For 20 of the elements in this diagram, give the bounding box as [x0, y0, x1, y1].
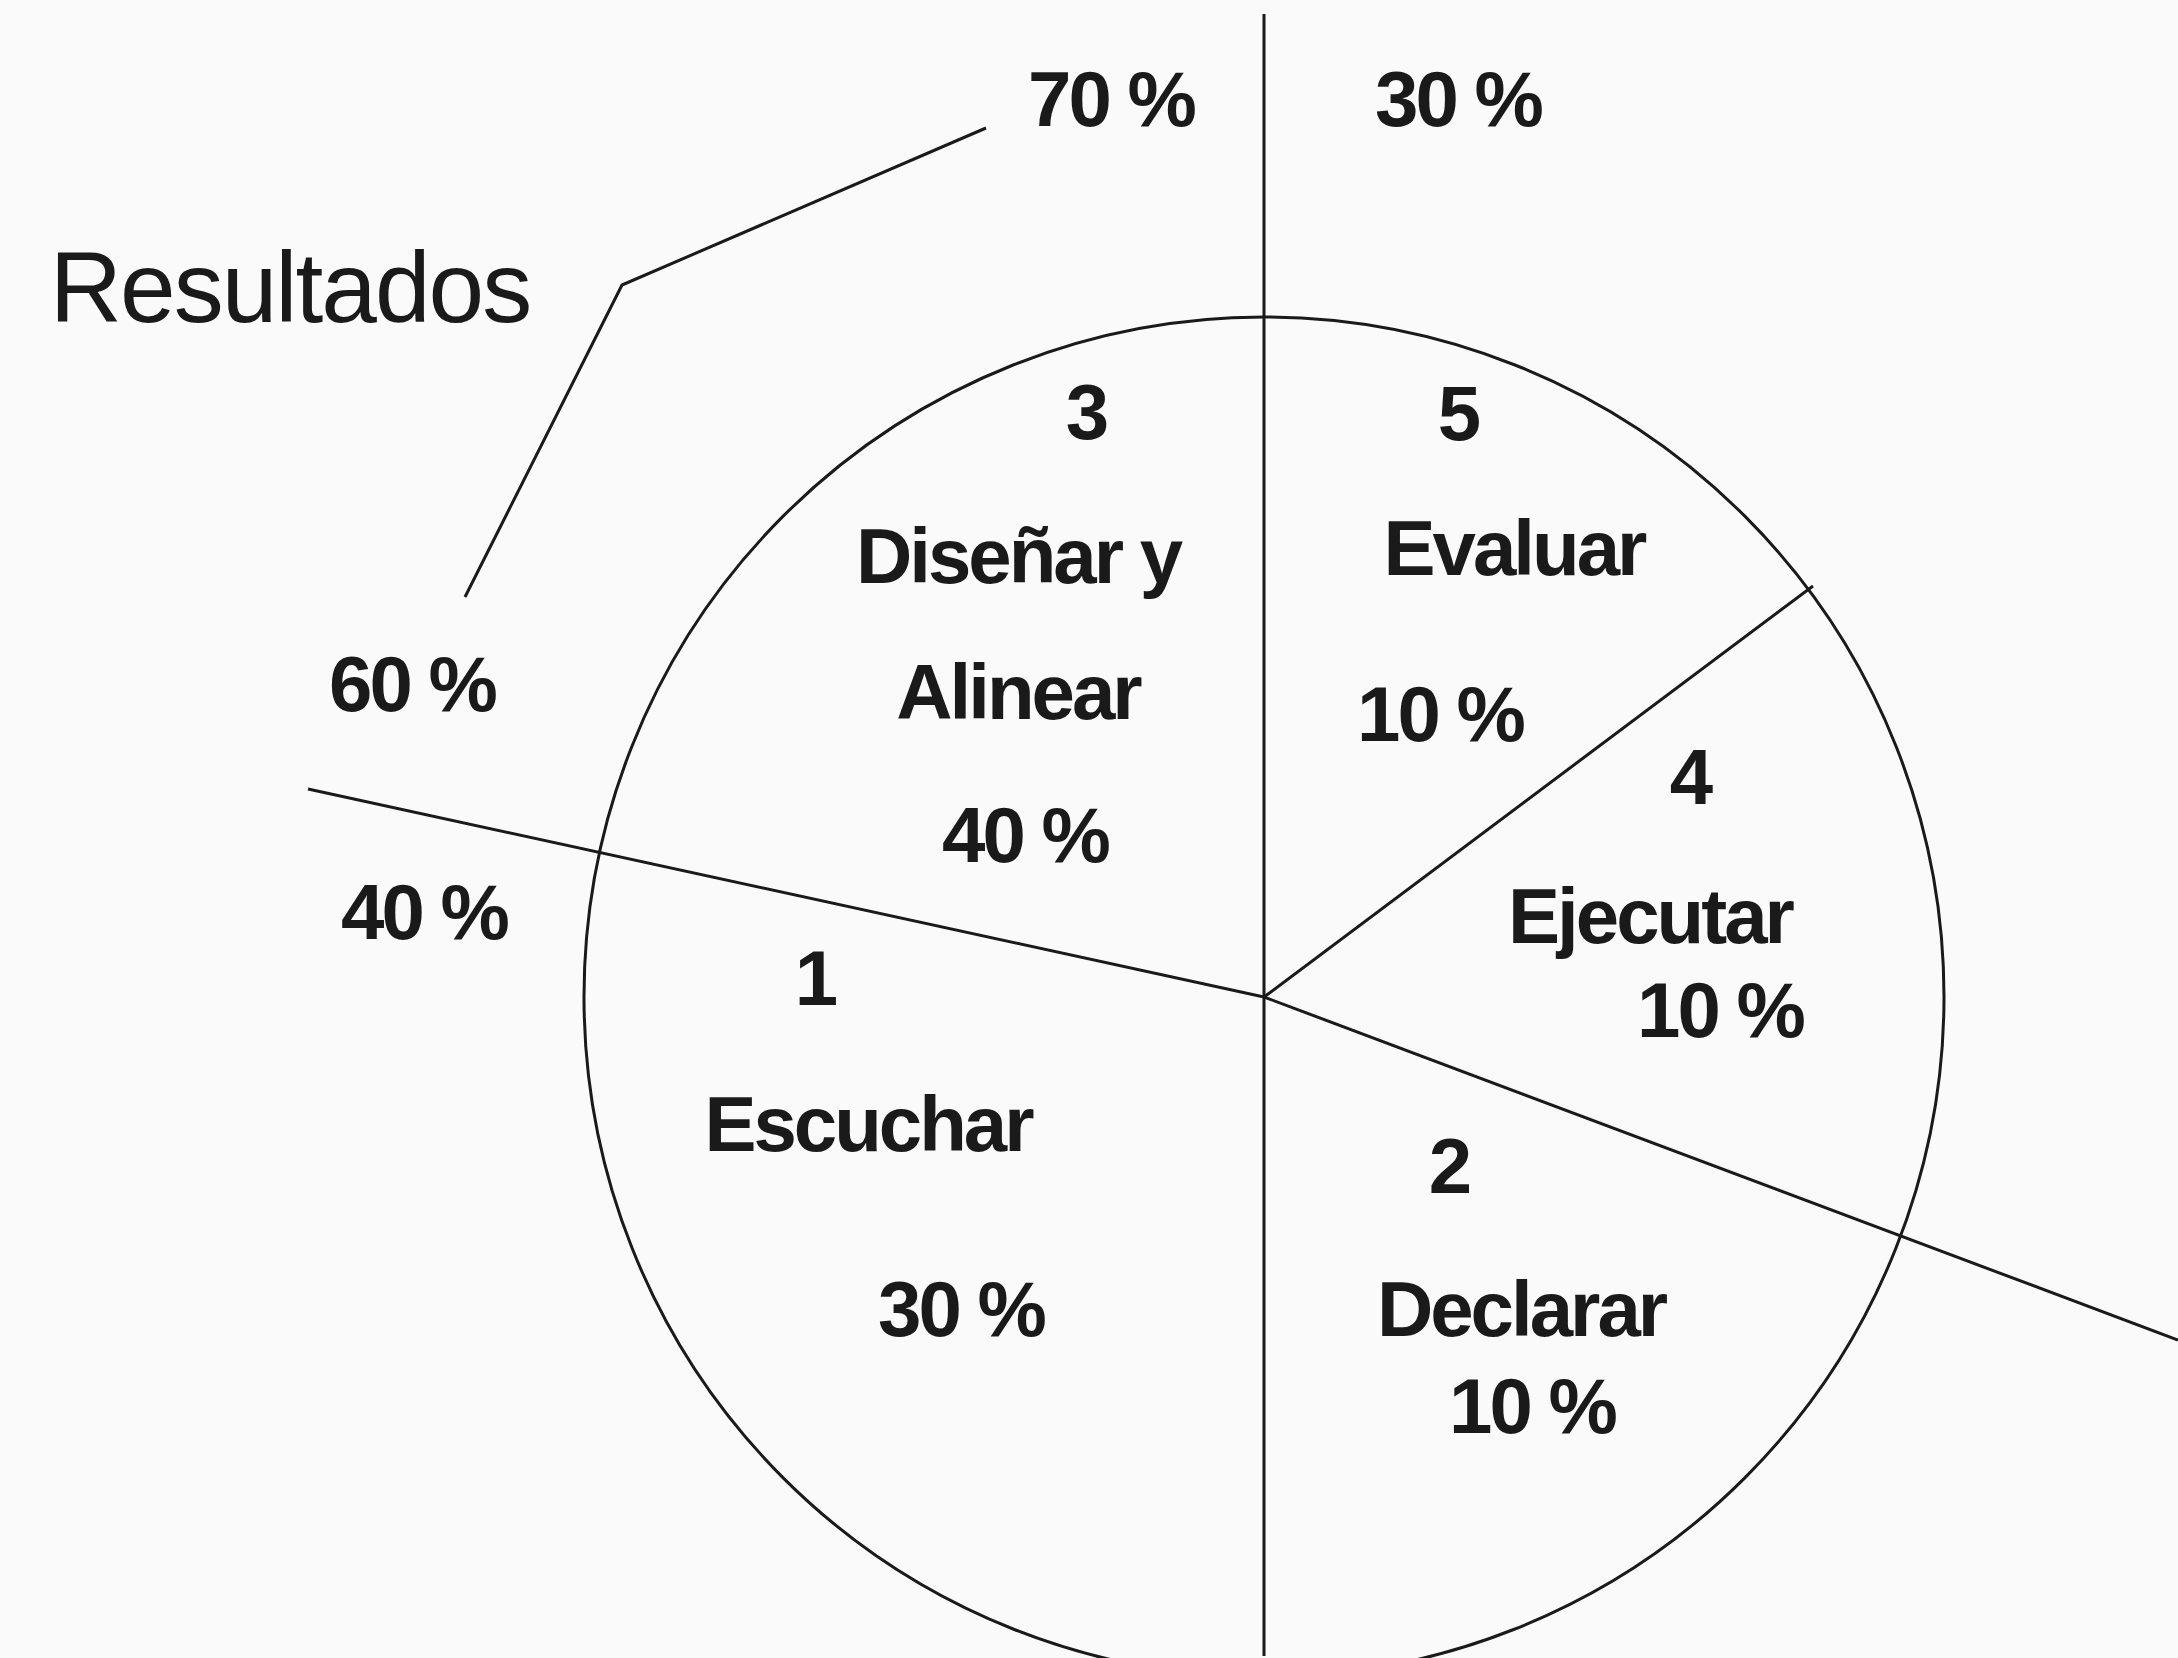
results-label: Resultados — [49, 232, 531, 342]
step-percentage: 30 % — [878, 1267, 1044, 1353]
step-number: 5 — [1437, 371, 1479, 457]
step-percentage: 40 % — [942, 793, 1108, 879]
step-name: Evaluar — [1383, 506, 1645, 592]
step-number: 4 — [1669, 735, 1711, 821]
percentage-label: 30 % — [1375, 57, 1541, 143]
step-name: Diseñar y Alinear — [854, 511, 1183, 738]
step-percentage: 10 % — [1357, 672, 1523, 758]
step-percentage: 10 % — [1449, 1364, 1615, 1450]
percentage-label: 60 % — [329, 642, 495, 728]
step-number: 1 — [794, 936, 836, 1022]
step-name: Ejecutar — [1508, 874, 1792, 960]
percentage-label: 40 % — [341, 870, 507, 956]
step-name: Escuchar — [704, 1082, 1032, 1168]
step-number: 2 — [1428, 1124, 1470, 1210]
step-name: Declarar — [1376, 1267, 1666, 1353]
percentage-label: 70 % — [1028, 57, 1194, 143]
step-percentage: 10 % — [1637, 968, 1803, 1054]
step-number: 3 — [1065, 370, 1107, 456]
